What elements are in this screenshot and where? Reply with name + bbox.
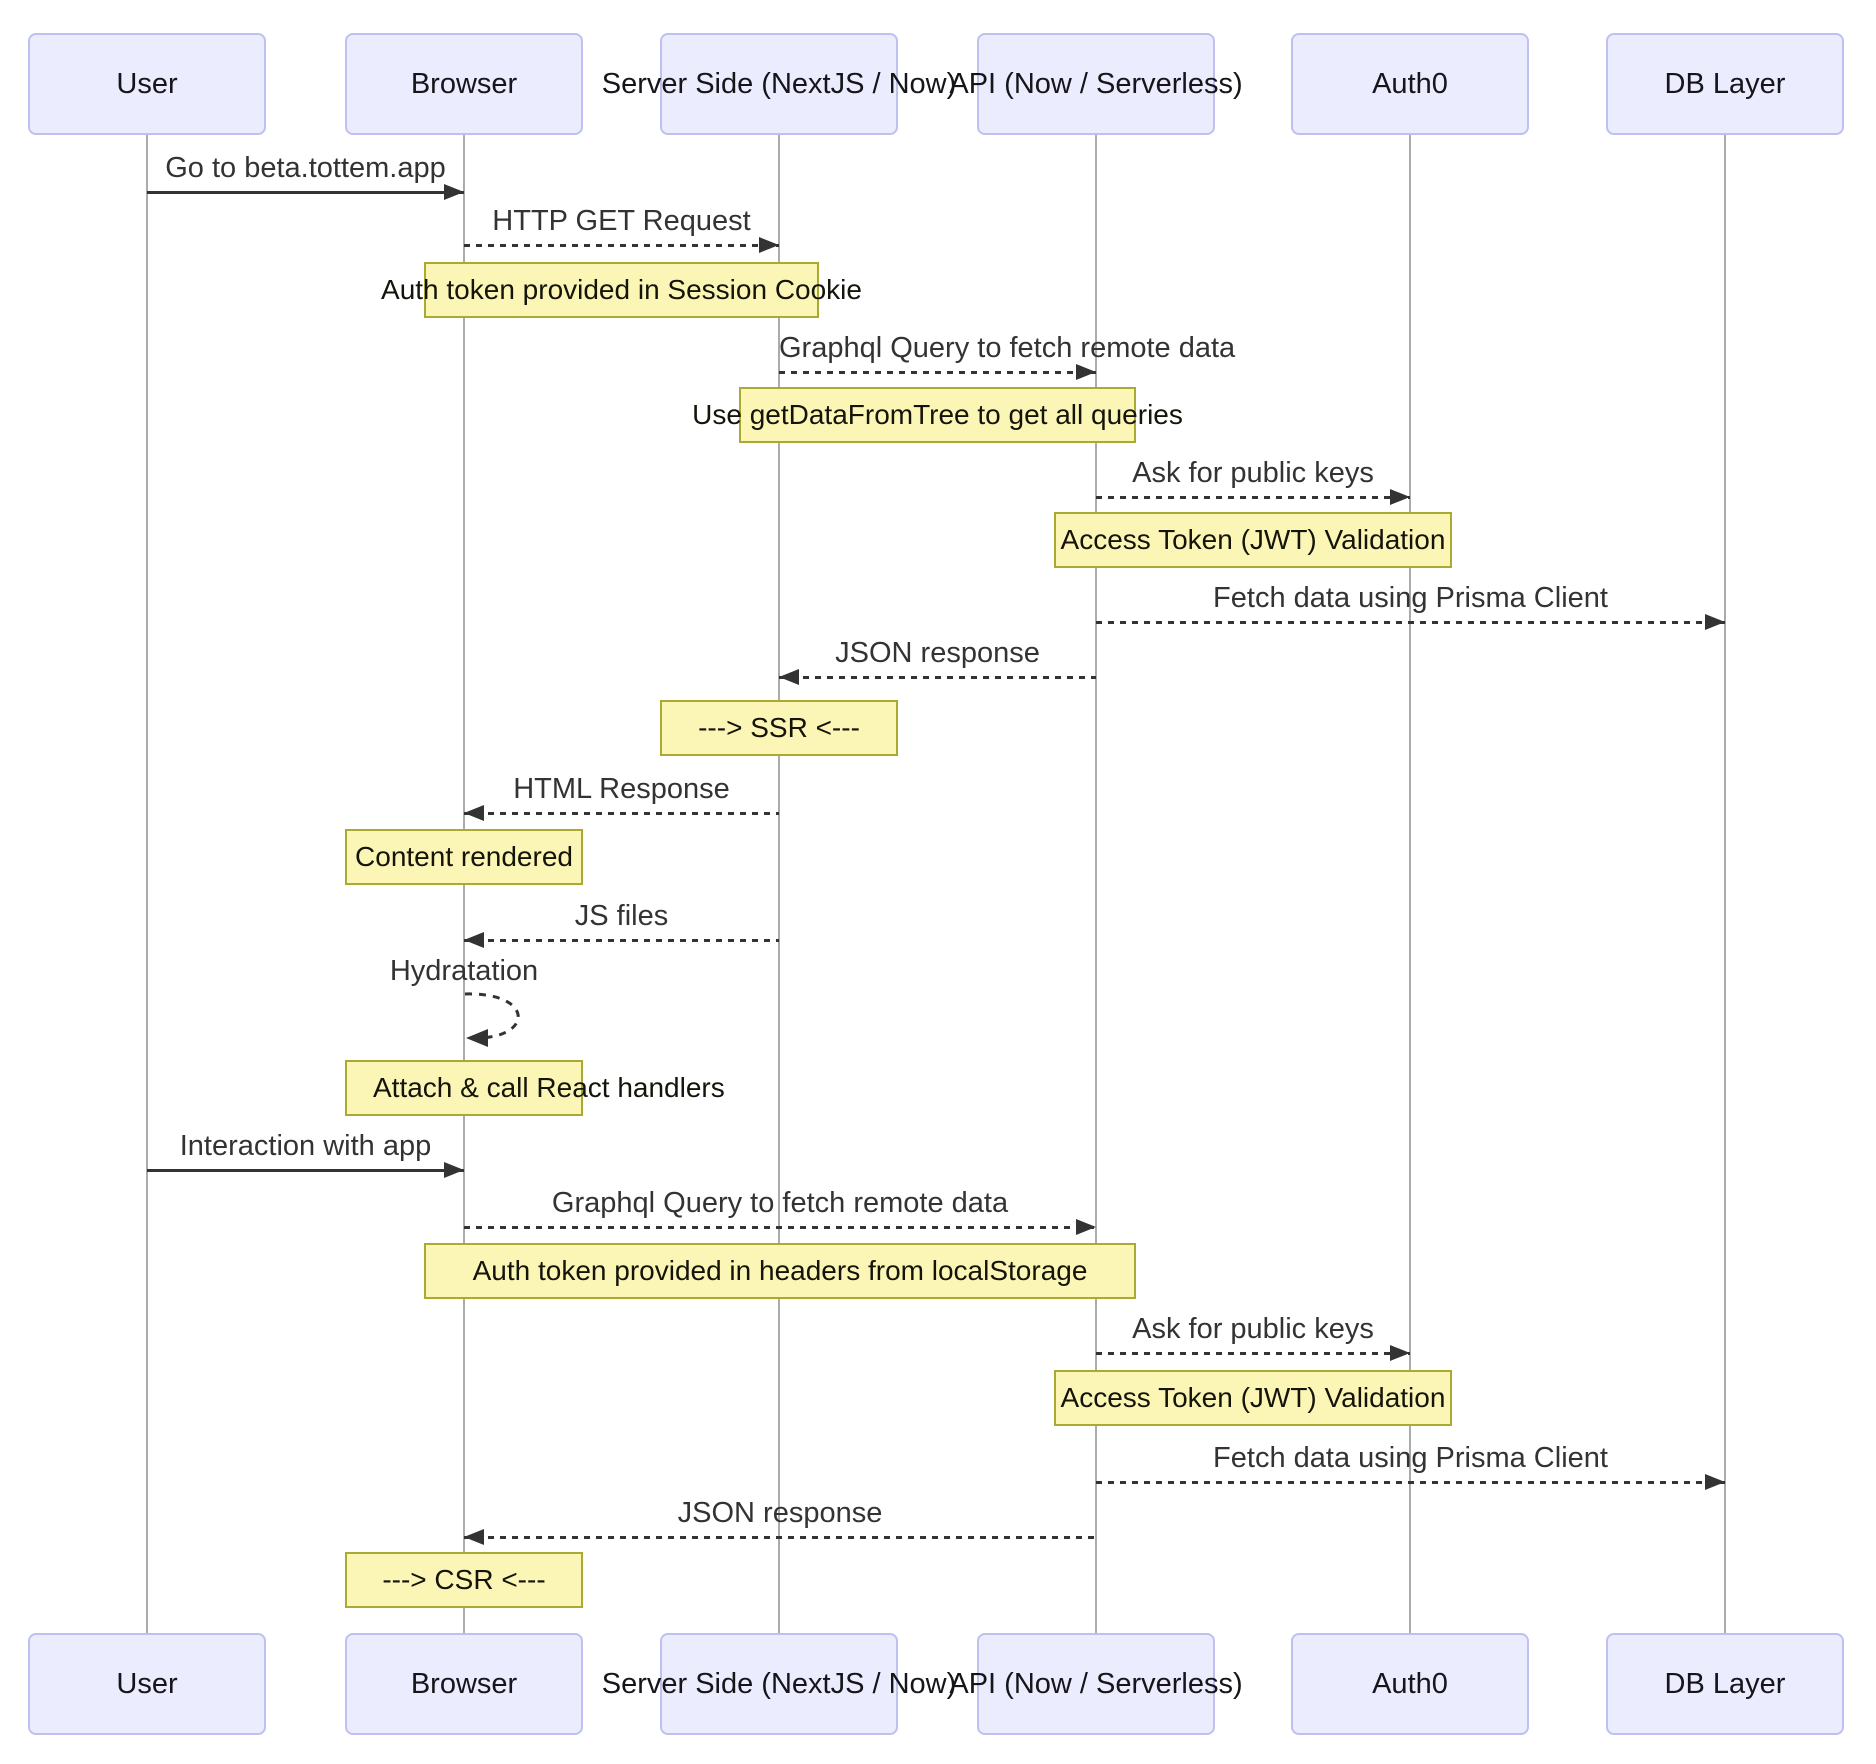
message-line — [147, 191, 464, 194]
arrowhead — [444, 1162, 464, 1178]
message-line — [464, 1226, 1096, 1229]
message-line — [147, 1169, 464, 1172]
message-line — [464, 1536, 1096, 1539]
actor-api-bottom: API (Now / Serverless) — [949, 1633, 1243, 1735]
message-line — [464, 244, 779, 247]
message-label: Interaction with app — [179, 1130, 432, 1162]
actor-api-top: API (Now / Serverless) — [949, 33, 1243, 135]
note: Access Token (JWT) Validation — [1054, 1370, 1452, 1426]
actor-server-top: Server Side (NextJS / Now) — [602, 33, 956, 135]
self-message-label: Hydratation — [389, 955, 539, 987]
arrowhead — [464, 1529, 484, 1545]
actor-user-bottom: User — [28, 1633, 266, 1735]
actor-browser-bottom: Browser — [345, 1633, 583, 1735]
message-label: Graphql Query to fetch remote data — [551, 1187, 1009, 1219]
lifeline-api — [1095, 135, 1097, 1633]
arrowhead — [1705, 1474, 1725, 1490]
message-label: Fetch data using Prisma Client — [1213, 582, 1608, 614]
message-line — [1096, 621, 1725, 624]
lifeline-auth0 — [1409, 135, 1411, 1633]
message-label: JSON response — [835, 637, 1040, 669]
message-label: Graphql Query to fetch remote data — [779, 332, 1236, 364]
arrowhead — [1076, 1219, 1096, 1235]
arrowhead — [464, 932, 484, 948]
message-label: Ask for public keys — [1132, 457, 1374, 489]
actor-db-bottom: DB Layer — [1606, 1633, 1844, 1735]
note: ---> CSR <--- — [345, 1552, 583, 1608]
note: Attach & call React handlers — [345, 1060, 725, 1116]
message-line — [779, 371, 1096, 374]
actor-db-top: DB Layer — [1606, 33, 1844, 135]
message-label: JS files — [574, 900, 669, 932]
actor-browser-top: Browser — [345, 33, 583, 135]
note: Auth token provided in Session Cookie — [381, 262, 862, 318]
message-label: HTML Response — [513, 773, 730, 805]
lifeline-server — [778, 135, 780, 1633]
arrowhead — [759, 237, 779, 253]
message-line — [1096, 1352, 1410, 1355]
note: Use getDataFromTree to get all queries — [692, 387, 1183, 443]
message-line — [1096, 496, 1410, 499]
message-line — [464, 939, 779, 942]
message-label: Ask for public keys — [1132, 1313, 1374, 1345]
arrowhead — [779, 669, 799, 685]
arrowhead — [1705, 614, 1725, 630]
note: ---> SSR <--- — [660, 700, 898, 756]
message-line — [1096, 1481, 1725, 1484]
actor-auth0-top: Auth0 — [1291, 33, 1529, 135]
arrowhead — [1076, 364, 1096, 380]
message-label: Go to beta.tottem.app — [165, 152, 446, 184]
note: Content rendered — [345, 829, 583, 885]
note: Auth token provided in headers from loca… — [424, 1243, 1136, 1299]
actor-user-top: User — [28, 33, 266, 135]
lifeline-db — [1724, 135, 1726, 1633]
message-line — [464, 812, 779, 815]
arrowhead — [466, 1029, 488, 1047]
lifeline-user — [146, 135, 148, 1633]
note: Access Token (JWT) Validation — [1054, 512, 1452, 568]
arrowhead — [1390, 489, 1410, 505]
message-line — [779, 676, 1096, 679]
arrowhead — [464, 805, 484, 821]
message-label: JSON response — [677, 1497, 883, 1529]
self-message-loop — [464, 992, 520, 1047]
message-label: Fetch data using Prisma Client — [1213, 1442, 1608, 1474]
message-label: HTTP GET Request — [492, 205, 751, 237]
actor-server-bottom: Server Side (NextJS / Now) — [602, 1633, 956, 1735]
arrowhead — [444, 184, 464, 200]
arrowhead — [1390, 1345, 1410, 1361]
actor-auth0-bottom: Auth0 — [1291, 1633, 1529, 1735]
